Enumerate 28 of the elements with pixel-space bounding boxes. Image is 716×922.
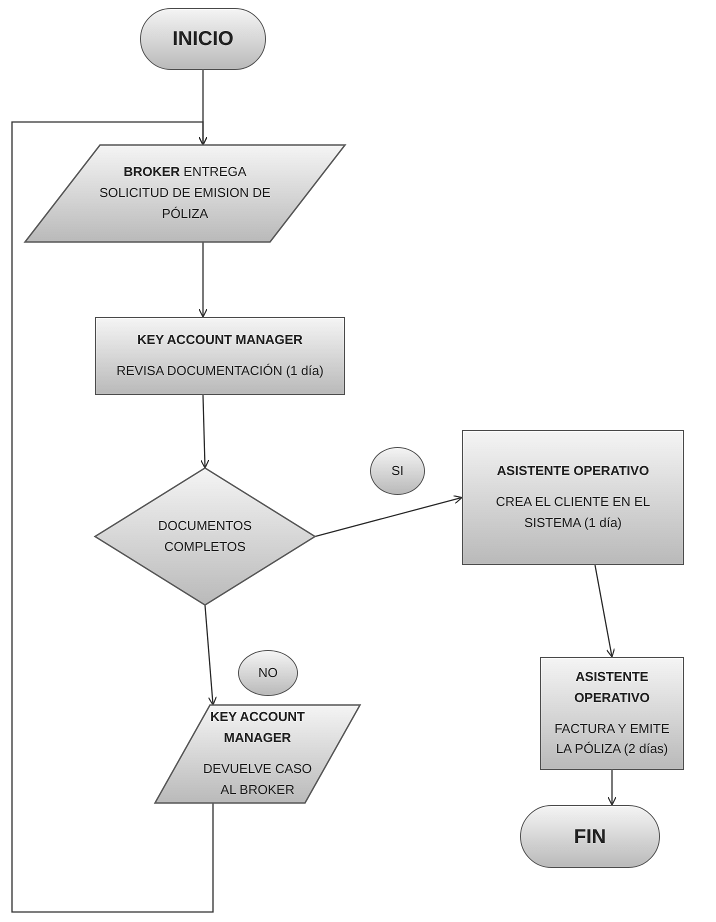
arrow [200,394,210,469]
input-parallelogram [25,145,345,242]
arrow [204,604,217,706]
step-text: DEVUELVE CASO AL BROKER [202,760,313,799]
step-text: NO [258,664,278,682]
role-title: ASISTENTE OPERATIVO [496,462,650,480]
arrow [198,242,208,318]
answer-circle [370,447,425,495]
step-text: BROKER ENTREGA SOLICITUD DE EMISION DE PÓLIZA [98,163,272,223]
output-parallelogram [155,705,360,803]
role-title: KEY ACCOUNT MANAGER [137,331,303,350]
process-box [540,657,684,770]
role-title: ASISTENTE OPERATIVO [573,668,651,707]
arrow [11,121,214,913]
arrow [607,770,617,806]
process-box [462,430,684,565]
step-text: INICIO [172,27,234,52]
step-text: REVISA DOCUMENTACIÓN (1 día) [116,362,324,380]
process-box [95,317,345,395]
decision-diamond [95,468,315,605]
step-text: FIN [574,824,606,850]
step-text: CREA EL CLIENTE EN EL SISTEMA (1 día) [494,493,652,532]
arrow [314,495,463,538]
arrow [594,564,616,658]
step-text: FACTURA Y EMITE LA PÓLIZA (2 días) [553,720,671,758]
role-title: KEY ACCOUNT MANAGER [209,708,306,748]
step-text: DOCUMENTOS COMPLETOS [157,516,253,556]
step-text: SI [391,462,404,480]
